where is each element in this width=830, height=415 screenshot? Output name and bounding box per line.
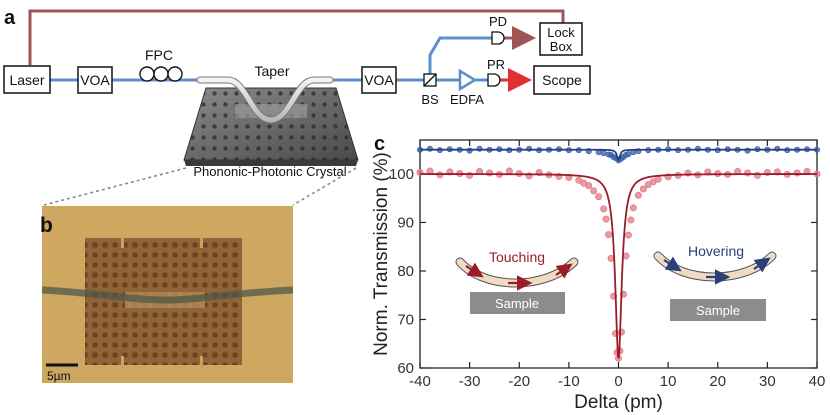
lockbox-label-line1: Lock	[547, 25, 575, 40]
voa-box-2	[361, 66, 397, 94]
data-point-touching	[595, 193, 603, 201]
y-tick-label: 80	[397, 263, 414, 280]
zoom-line-left	[43, 167, 187, 206]
x-tick-label: -40	[409, 373, 431, 390]
voa-box-1	[77, 66, 113, 94]
y-axis-label: Norm. Transmission (%)	[371, 152, 392, 356]
panel-letter-a: a	[4, 7, 16, 29]
x-tick-label: 30	[759, 373, 776, 390]
data-point-touching	[600, 205, 608, 213]
edfa-label: EDFA	[450, 92, 484, 107]
data-point-touching	[485, 169, 493, 177]
crystal-caption: Phononic-Photonic Crystal	[193, 164, 346, 179]
lockbox-label-line2: Box	[550, 39, 573, 54]
panel-b-micrograph: b 5µm	[40, 206, 294, 383]
hover-arrow-right	[753, 257, 771, 273]
fpc-icon	[139, 66, 183, 82]
laser-box	[3, 65, 51, 94]
pr-label: PR	[487, 57, 505, 72]
x-tick-label: 10	[660, 373, 677, 390]
x-tick-label: 20	[709, 373, 726, 390]
taper-fiber	[197, 77, 333, 123]
bs-label: BS	[421, 92, 439, 107]
data-point-touching	[590, 187, 598, 195]
voa-label-1: VOA	[80, 72, 110, 88]
sample-label-left: Sample	[495, 296, 539, 311]
data-point-touching	[624, 231, 632, 239]
voa-label-2: VOA	[364, 72, 394, 88]
fit-curve-touching	[420, 173, 817, 359]
touch-arrow-right	[555, 263, 573, 279]
fiber-path	[50, 36, 492, 82]
data-point-touching	[793, 169, 801, 177]
y-tick-label: 100	[389, 166, 414, 183]
scope-label: Scope	[542, 72, 582, 88]
y-tick-label: 70	[397, 311, 414, 328]
x-tick-label: -20	[508, 373, 530, 390]
sample-label-right: Sample	[696, 303, 740, 318]
micrograph-fiber	[41, 286, 294, 304]
hovering-label: Hovering	[688, 243, 744, 259]
x-tick-label: -10	[558, 373, 580, 390]
touch-arrow-left	[465, 262, 484, 278]
fpc-label: FPC	[145, 47, 173, 63]
scope-box	[533, 65, 591, 95]
x-tick-label: 40	[809, 373, 826, 390]
scale-bar-label: 5µm	[47, 369, 71, 383]
taper-label: Taper	[254, 63, 289, 79]
x-axis-label: Delta (pm)	[574, 392, 663, 413]
sample-block-left	[470, 292, 565, 314]
zoom-line-right	[292, 167, 357, 206]
inset-touching: Touching Sample	[455, 249, 579, 314]
data-point-touching	[744, 169, 752, 177]
data-point-touching	[629, 204, 637, 212]
data-point-touching	[505, 167, 513, 175]
y-tick-label: 60	[397, 360, 414, 377]
fit-curve-hovering	[420, 148, 817, 163]
x-tick-label: -30	[459, 373, 481, 390]
data-point-touching	[602, 215, 610, 223]
data-point-hovering	[625, 151, 632, 158]
panel-letter-b: b	[40, 214, 53, 237]
data-point-touching	[605, 231, 613, 239]
laser-label: Laser	[9, 72, 44, 88]
pd-detector-icon	[491, 31, 505, 45]
edfa-amplifier-icon	[458, 68, 478, 92]
beam-splitter-icon	[423, 73, 437, 87]
data-point-touching	[639, 185, 647, 193]
hover-arrow-left	[663, 256, 682, 272]
y-tick-label: 90	[397, 214, 414, 231]
crystal-chip	[183, 87, 359, 166]
transmission-chart: -40 -30 -20 -10 0 10 20 30 40 60 70 80 90 100	[389, 139, 826, 390]
feedback-line	[28, 9, 565, 65]
pd-label: PD	[489, 14, 507, 29]
data-point-hovering	[600, 150, 607, 157]
panel-letter-c: c	[374, 133, 385, 155]
data-point-touching	[585, 182, 593, 190]
touching-label: Touching	[489, 249, 545, 265]
x-tick-label: 0	[614, 373, 622, 390]
sample-block-right	[670, 299, 766, 321]
pr-detector-icon	[487, 73, 501, 87]
data-point-touching	[634, 191, 642, 199]
inset-hovering: Hovering Sample	[653, 243, 777, 321]
panel-c-chart: c -40 -30 -20 -10 0 10 20 30 40 60 70 80 90 100 Delta…	[371, 133, 825, 413]
panel-a-setup: a Laser VOA FPC	[3, 7, 591, 206]
data-point-touching	[654, 175, 662, 183]
data-point-touching	[627, 216, 635, 224]
lockbox-box	[539, 22, 583, 56]
